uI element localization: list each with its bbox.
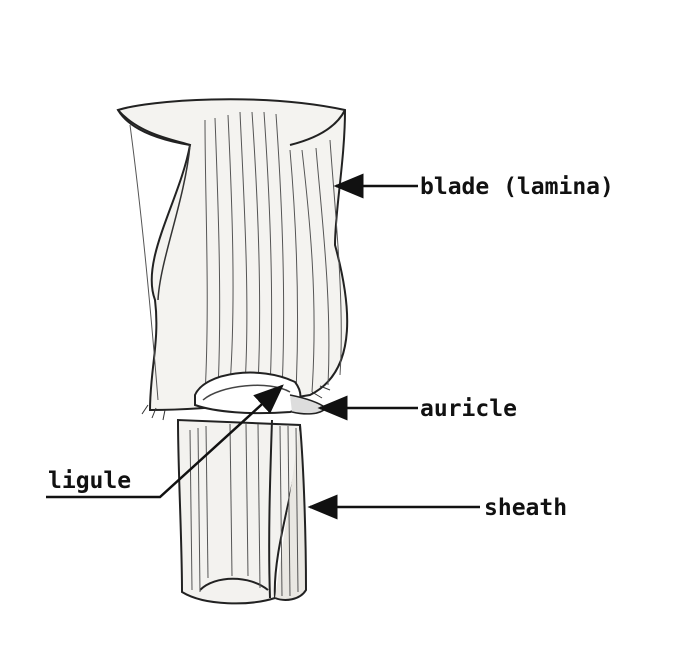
sheath-label: sheath <box>484 497 567 520</box>
sheath-drawing <box>178 420 306 603</box>
blade-label: blade (lamina) <box>420 176 614 199</box>
auricle-label: auricle <box>420 398 517 421</box>
ligule-label: ligule <box>48 470 131 493</box>
blade-drawing <box>118 99 347 420</box>
